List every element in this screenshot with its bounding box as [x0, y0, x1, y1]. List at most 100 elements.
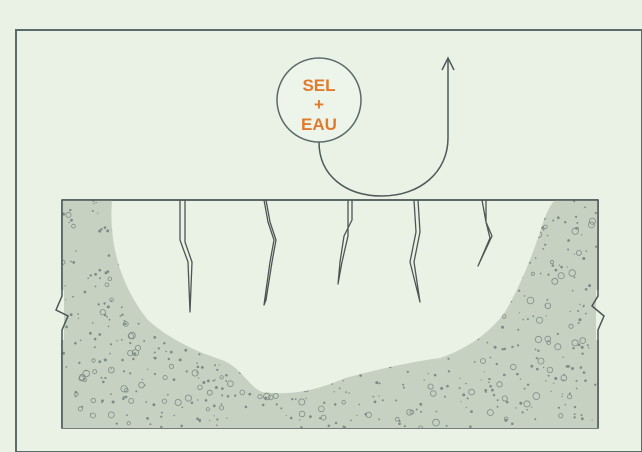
- aggregate-dot: [527, 318, 529, 320]
- aggregate-dot: [573, 416, 575, 418]
- aggregate-dot: [488, 378, 490, 380]
- aggregate-dot: [557, 216, 560, 219]
- aggregate-dot: [428, 373, 429, 374]
- aggregate-dot: [461, 401, 462, 402]
- aggregate-dot: [205, 399, 208, 402]
- aggregate-dot: [121, 314, 123, 316]
- aggregate-dot: [548, 375, 550, 377]
- aggregate-dot: [584, 206, 586, 208]
- aggregate-dot: [291, 398, 293, 400]
- aggregate-dot: [198, 353, 200, 355]
- aggregate-dot: [66, 366, 68, 368]
- aggregate-dot: [197, 366, 200, 369]
- aggregate-dot: [106, 229, 109, 232]
- aggregate-dot: [501, 348, 503, 350]
- aggregate-dot: [104, 359, 107, 362]
- aggregate-dot: [575, 216, 577, 218]
- aggregate-dot: [467, 397, 469, 399]
- aggregate-dot: [97, 213, 98, 214]
- aggregate-dot: [579, 318, 582, 321]
- aggregate-dot: [574, 413, 576, 415]
- bubble-label-plus: +: [314, 95, 324, 114]
- aggregate-dot: [527, 384, 529, 386]
- aggregate-dot: [545, 380, 546, 381]
- aggregate-dot: [319, 417, 321, 419]
- aggregate-dot: [543, 367, 544, 368]
- aggregate-dot: [581, 417, 584, 420]
- aggregate-dot: [93, 203, 94, 204]
- aggregate-dot: [179, 358, 182, 361]
- aggregate-dot: [356, 415, 357, 416]
- aggregate-dot: [466, 407, 467, 408]
- aggregate-dot: [350, 420, 352, 422]
- aggregate-dot: [116, 340, 117, 341]
- aggregate-dot: [420, 411, 422, 413]
- aggregate-dot: [92, 210, 94, 212]
- aggregate-dot: [70, 219, 73, 222]
- aggregate-dot: [546, 315, 547, 316]
- aggregate-dot: [144, 384, 146, 386]
- aggregate-dot: [335, 422, 337, 424]
- aggregate-dot: [579, 304, 580, 305]
- bubble-label-salt: SEL: [302, 76, 335, 95]
- aggregate-dot: [567, 266, 568, 267]
- aggregate-dot: [122, 397, 125, 400]
- aggregate-dot: [245, 406, 248, 409]
- aggregate-dot: [170, 351, 173, 354]
- aggregate-dot: [470, 410, 473, 413]
- aggregate-dot: [526, 409, 528, 411]
- aggregate-dot: [444, 396, 446, 398]
- aggregate-dot: [566, 365, 569, 368]
- aggregate-dot: [434, 374, 437, 377]
- aggregate-dot: [70, 261, 72, 263]
- aggregate-dot: [95, 202, 96, 203]
- aggregate-dot: [104, 226, 107, 229]
- aggregate-dot: [534, 418, 536, 420]
- aggregate-dot: [72, 296, 74, 298]
- aggregate-dot: [567, 249, 569, 251]
- aggregate-dot: [522, 319, 524, 321]
- aggregate-dot: [106, 316, 108, 318]
- aggregate-dot: [216, 369, 218, 371]
- aggregate-dot: [567, 239, 570, 242]
- aggregate-dot: [87, 278, 89, 280]
- aggregate-dot: [570, 311, 571, 312]
- aggregate-dot: [196, 362, 198, 364]
- aggregate-dot: [594, 384, 596, 386]
- aggregate-dot: [488, 382, 490, 384]
- aggregate-dot: [219, 364, 220, 365]
- aggregate-dot: [578, 322, 580, 324]
- aggregate-dot: [424, 379, 425, 380]
- aggregate-dot: [68, 222, 70, 224]
- aggregate-dot: [110, 393, 112, 395]
- aggregate-dot: [198, 377, 199, 378]
- aggregate-dot: [129, 372, 131, 374]
- aggregate-dot: [290, 417, 293, 420]
- aggregate-dot: [511, 423, 514, 426]
- aggregate-dot: [379, 395, 380, 396]
- aggregate-dot: [489, 385, 492, 388]
- aggregate-dot: [501, 326, 504, 329]
- aggregate-dot: [529, 262, 531, 264]
- aggregate-dot: [532, 315, 534, 317]
- aggregate-dot: [202, 381, 205, 384]
- aggregate-dot: [101, 402, 103, 404]
- aggregate-dot: [496, 363, 498, 365]
- aggregate-dot: [108, 254, 111, 257]
- aggregate-dot: [359, 374, 362, 377]
- aggregate-dot: [138, 323, 140, 325]
- aggregate-dot: [95, 286, 97, 288]
- aggregate-dot: [537, 350, 539, 352]
- aggregate-dot: [395, 400, 397, 402]
- aggregate-dot: [577, 310, 579, 312]
- aggregate-dot: [149, 423, 151, 425]
- aggregate-dot: [459, 387, 461, 389]
- aggregate-dot: [493, 394, 495, 396]
- aggregate-dot: [104, 377, 106, 379]
- aggregate-dot: [576, 380, 578, 382]
- aggregate-dot: [65, 299, 66, 300]
- aggregate-dot: [563, 357, 564, 358]
- aggregate-dot: [574, 253, 575, 254]
- aggregate-dot: [99, 277, 101, 279]
- aggregate-dot: [99, 269, 102, 272]
